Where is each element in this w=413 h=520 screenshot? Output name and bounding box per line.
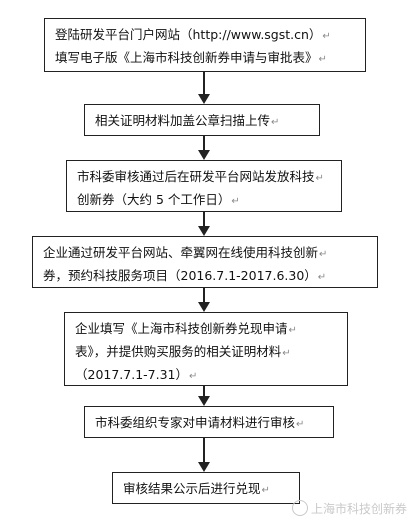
return-mark: ↵ (288, 325, 297, 336)
return-mark: ↵ (319, 249, 328, 260)
watermark-text: 上海市科技创新券 (310, 501, 407, 516)
return-mark: ↵ (322, 31, 331, 42)
watermark: 上海市科技创新券 (291, 500, 407, 518)
wechat-logo-icon (291, 500, 308, 516)
step-1-box: 登陆研发平台门户网站（http://www.sgst.cn）↵ 填写电子版《上海… (44, 18, 366, 72)
flow-arrow-1 (198, 72, 210, 104)
step-5-line-3: （2017.7.1-7.31） (75, 367, 189, 382)
step-4-box: 企业通过研发平台网站、牵翼网在线使用科技创新↵ 券，预约科技服务项目（2016.… (32, 236, 378, 288)
return-mark: ↵ (189, 371, 198, 382)
return-mark: ↵ (282, 348, 291, 359)
step-1-line-1: 登陆研发平台门户网站（http://www.sgst.cn） (55, 27, 322, 42)
step-3-line-2: 创新券（大约 5 个工作日） (77, 192, 231, 207)
return-mark: ↵ (261, 485, 270, 496)
step-2-line-1: 相关证明材料加盖公章扫描上传 (95, 113, 271, 128)
step-5-line-2: 表》，并提供购买服务的相关证明材料 (75, 344, 282, 359)
return-mark: ↵ (318, 54, 327, 65)
step-1-line-2: 填写电子版《上海市科技创新券申请与审批表》 (55, 50, 318, 65)
return-mark: ↵ (231, 196, 240, 207)
step-3-box: 市科委审核通过后在研发平台网站发放科技↵ 创新券（大约 5 个工作日）↵ (66, 160, 342, 212)
step-5-box: 企业填写《上海市科技创新券兑现申请↵ 表》，并提供购买服务的相关证明材料↵ （2… (64, 312, 348, 386)
flow-arrow-3 (198, 212, 210, 236)
step-4-line-2: 券，预约科技服务项目（2016.7.1-2017.6.30） (43, 268, 317, 283)
step-7-box: 审核结果公示后进行兑现↵ (112, 472, 300, 504)
step-6-line-1: 市科委组织专家对申请材料进行审核 (95, 415, 296, 430)
flow-arrow-6 (198, 438, 210, 472)
step-2-box: 相关证明材料加盖公章扫描上传↵ (84, 104, 320, 136)
return-mark: ↵ (296, 419, 305, 430)
flow-arrow-5 (198, 386, 210, 406)
step-5-line-1: 企业填写《上海市科技创新券兑现申请 (75, 321, 288, 336)
step-3-line-1: 市科委审核通过后在研发平台网站发放科技 (77, 169, 315, 184)
flow-arrow-2 (198, 136, 210, 160)
return-mark: ↵ (317, 272, 327, 283)
step-4-line-1: 企业通过研发平台网站、牵翼网在线使用科技创新 (43, 245, 319, 260)
step-6-box: 市科委组织专家对申请材料进行审核↵ (84, 406, 334, 438)
flow-arrow-4 (198, 288, 210, 312)
return-mark: ↵ (271, 117, 280, 128)
return-mark: ↵ (315, 173, 324, 184)
step-7-line-1: 审核结果公示后进行兑现 (123, 481, 261, 496)
